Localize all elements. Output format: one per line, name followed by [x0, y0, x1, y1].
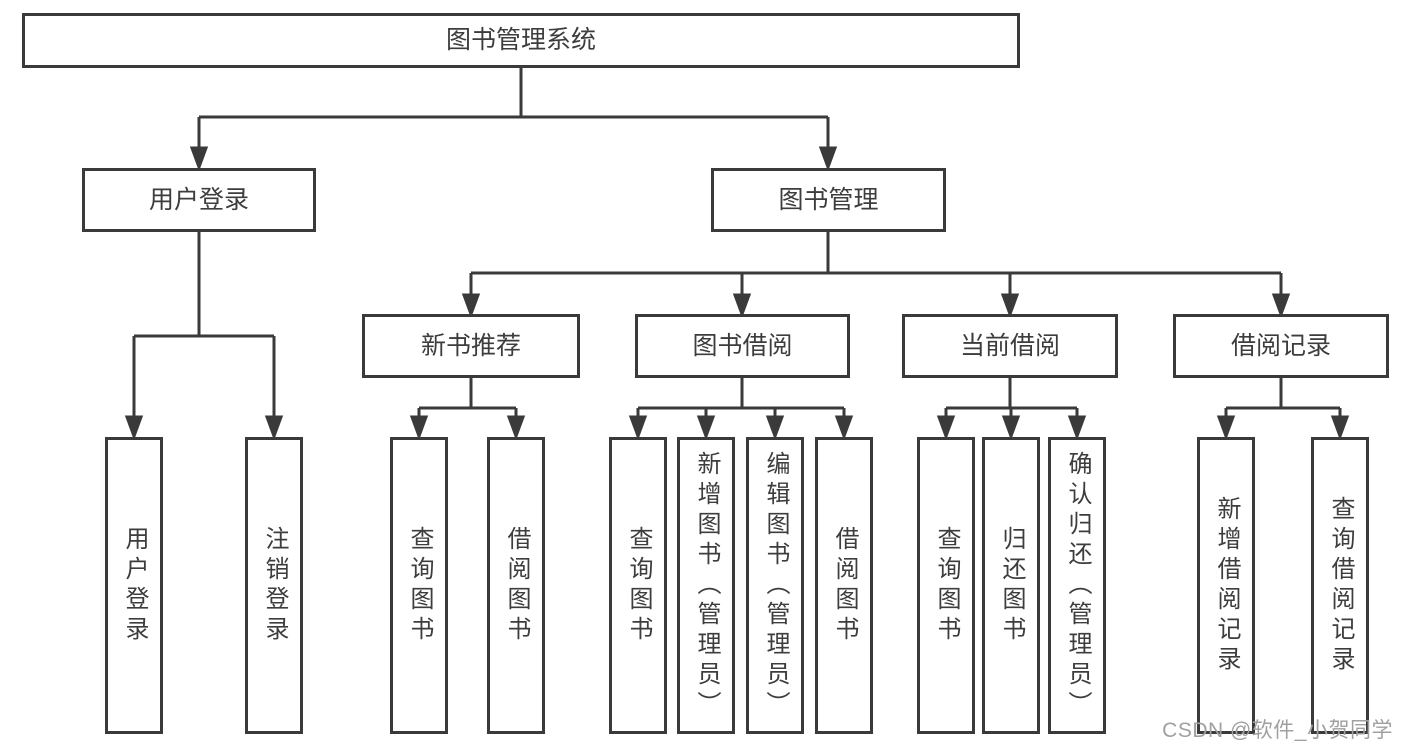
node-br-add-record-label: 新增借阅记录 — [1213, 495, 1240, 676]
node-cb-return-books: 归还图书 — [982, 437, 1040, 734]
connector-user-login-split — [124, 232, 284, 441]
node-bb-edit-books-admin-label: 编辑图书（管理员） — [762, 450, 789, 721]
node-br-query-record: 查询借阅记录 — [1311, 437, 1369, 734]
connector-current-borrow-split — [936, 378, 1087, 441]
node-user-login: 用户登录 — [82, 168, 316, 232]
node-current-borrow: 当前借阅 — [902, 314, 1118, 378]
node-br-query-record-label: 查询借阅记录 — [1327, 495, 1354, 676]
node-book-borrow-label: 图书借阅 — [692, 331, 793, 360]
connector-book-management-split — [461, 232, 1291, 319]
node-cb-return-books-label: 归还图书 — [998, 525, 1025, 646]
node-book-management-label: 图书管理 — [778, 185, 879, 214]
connector-borrow-records-split — [1216, 378, 1350, 441]
node-nb-query-books-label: 查询图书 — [406, 525, 433, 646]
node-library-system-label: 图书管理系统 — [445, 26, 596, 54]
node-login: 用户登录 — [105, 437, 163, 734]
node-bb-edit-books-admin: 编辑图书（管理员） — [746, 437, 804, 734]
node-bb-add-books-admin: 新增图书（管理员） — [677, 437, 735, 734]
node-br-add-record: 新增借阅记录 — [1197, 437, 1255, 734]
node-nb-query-books: 查询图书 — [390, 437, 448, 734]
node-book-management: 图书管理 — [711, 168, 946, 232]
node-new-book-recommend-label: 新书推荐 — [420, 331, 521, 360]
node-bb-query-books: 查询图书 — [609, 437, 667, 734]
node-user-login-label: 用户登录 — [148, 185, 249, 214]
node-bb-borrow-books-label: 借阅图书 — [831, 525, 858, 646]
connector-root-split — [189, 68, 838, 172]
node-logout-label: 注销登录 — [261, 525, 288, 646]
node-cb-confirm-return-admin: 确认归还（管理员） — [1048, 437, 1106, 734]
node-new-book-recommend: 新书推荐 — [362, 314, 580, 378]
node-book-borrow: 图书借阅 — [635, 314, 850, 378]
node-borrow-records: 借阅记录 — [1173, 314, 1389, 378]
node-library-system: 图书管理系统 — [22, 13, 1020, 68]
csdn-watermark: CSDN @软件_小贺同学 — [1162, 719, 1393, 742]
node-cb-query-books-label: 查询图书 — [933, 525, 960, 646]
node-bb-query-books-label: 查询图书 — [625, 525, 652, 646]
node-bb-add-books-admin-label: 新增图书（管理员） — [693, 450, 720, 721]
node-current-borrow-label: 当前借阅 — [959, 331, 1060, 360]
node-cb-query-books: 查询图书 — [917, 437, 975, 734]
node-nb-borrow-books-label: 借阅图书 — [503, 525, 530, 646]
node-borrow-records-label: 借阅记录 — [1230, 331, 1331, 360]
node-login-label: 用户登录 — [121, 525, 148, 646]
connector-new-book-split — [409, 378, 526, 441]
connector-book-borrow-split — [628, 378, 854, 441]
node-cb-confirm-return-admin-label: 确认归还（管理员） — [1064, 450, 1091, 721]
node-logout: 注销登录 — [245, 437, 303, 734]
node-bb-borrow-books: 借阅图书 — [815, 437, 873, 734]
node-nb-borrow-books: 借阅图书 — [487, 437, 545, 734]
